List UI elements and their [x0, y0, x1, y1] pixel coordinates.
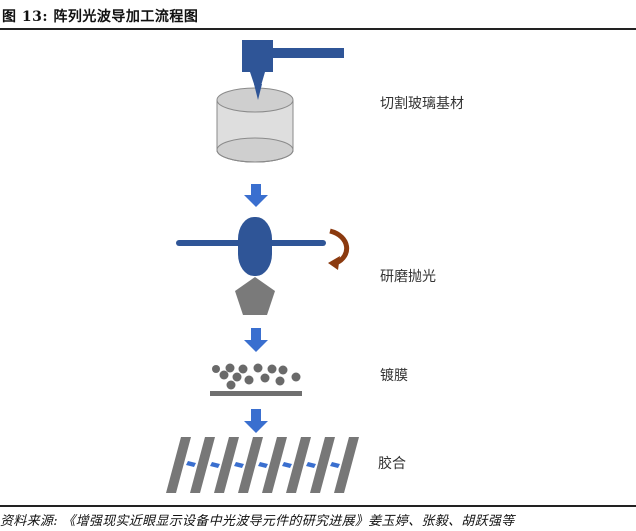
- cutter-head: [242, 40, 273, 72]
- glue-marks: [186, 461, 340, 468]
- step-label-coating: 镀膜: [380, 368, 408, 384]
- rotation-arrow-icon: [329, 228, 349, 266]
- grinding-polishing-icon: [176, 217, 349, 315]
- bottom-divider: [0, 505, 636, 507]
- top-divider: [0, 28, 636, 30]
- polishing-wheel: [238, 217, 272, 276]
- step-label-bonding: 胶合: [378, 456, 406, 472]
- substrate-bar: [210, 391, 302, 396]
- workpiece-pentagon: [235, 277, 275, 315]
- coating-icon: [210, 363, 302, 396]
- down-arrow-icon: [244, 409, 268, 433]
- figure-title: 图 13: 阵列光波导加工流程图: [2, 9, 199, 25]
- step-label-polishing: 研磨抛光: [380, 269, 436, 285]
- bonding-icon: [166, 437, 359, 493]
- step-label-cutting: 切割玻璃基材: [380, 96, 464, 112]
- glass-cutting-icon: [216, 40, 344, 163]
- glass-cylinder-top: [216, 87, 294, 113]
- figure-source: 资料来源: 《增强现实近眼显示设备中光波导元件的研究进展》姜玉婷、张毅、胡跃强等: [0, 514, 515, 529]
- down-arrow-icon: [244, 184, 268, 207]
- cutter-arm: [272, 48, 344, 58]
- down-arrow-icon: [244, 328, 268, 352]
